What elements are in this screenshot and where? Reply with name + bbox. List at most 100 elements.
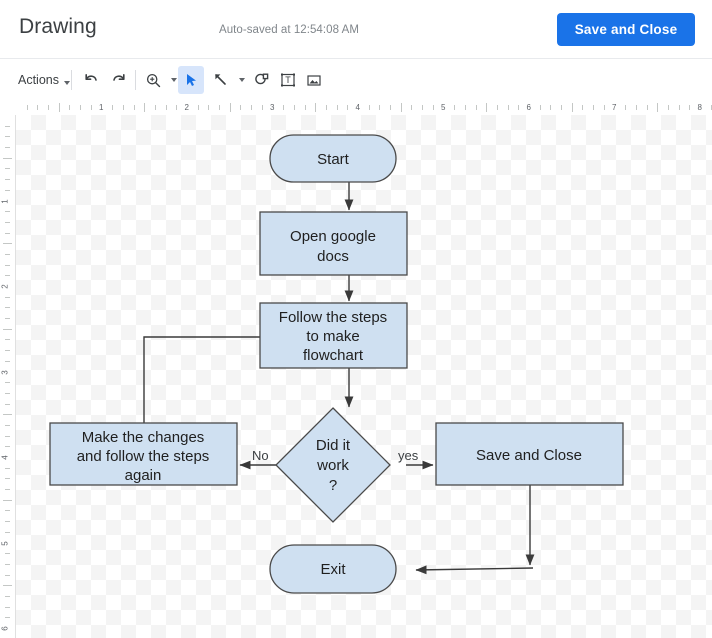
ruler-tick xyxy=(5,211,10,213)
ruler-tick xyxy=(539,105,541,110)
connector-to-exit xyxy=(415,565,534,575)
ruler-number: 7 xyxy=(612,103,617,112)
ruler-number: 5 xyxy=(0,540,10,546)
shape-glyph xyxy=(255,73,269,85)
undo-icon[interactable] xyxy=(78,66,104,94)
ruler-tick xyxy=(336,105,338,110)
ruler-tick xyxy=(646,105,648,110)
redo-icon[interactable] xyxy=(106,66,132,94)
ruler-tick xyxy=(325,105,327,110)
ruler-tick xyxy=(464,105,466,110)
ruler-tick xyxy=(5,350,10,352)
ruler-tick xyxy=(379,105,381,110)
actions-menu-label: Actions xyxy=(18,73,59,87)
ruler-tick xyxy=(625,105,627,110)
ruler-tick xyxy=(80,105,82,110)
actions-menu-button[interactable]: Actions xyxy=(14,66,74,94)
save-and-close-button[interactable]: Save and Close xyxy=(557,13,695,46)
image-icon[interactable] xyxy=(301,66,327,94)
ruler-tick xyxy=(411,105,413,110)
ruler-tick xyxy=(293,105,295,110)
node-open-line2: docs xyxy=(317,248,349,265)
ruler-tick xyxy=(5,595,10,597)
text-box-icon[interactable]: T xyxy=(275,66,301,94)
ruler-tick xyxy=(657,103,659,112)
ruler-tick xyxy=(144,103,146,112)
ruler-tick xyxy=(486,103,488,112)
ruler-tick xyxy=(5,318,10,320)
ruler-tick xyxy=(432,105,434,110)
ruler-tick xyxy=(5,574,10,576)
flowchart: Start Open google docs Follow the steps … xyxy=(49,134,624,594)
ruler-tick xyxy=(5,531,10,533)
ruler-tick xyxy=(5,435,10,437)
node-changes-line3: again xyxy=(125,467,162,484)
ruler-number: 6 xyxy=(526,103,531,112)
ruler-tick xyxy=(208,105,210,110)
ruler-tick xyxy=(251,105,253,110)
ruler-tick xyxy=(133,105,135,110)
ruler-number: 4 xyxy=(0,455,10,460)
ruler-tick xyxy=(5,125,10,127)
ruler-tick xyxy=(3,243,12,245)
ruler-number: 5 xyxy=(441,103,446,112)
ruler-tick xyxy=(5,221,10,223)
node-decision-line2: work xyxy=(316,457,349,474)
zoom-dropdown-arrow[interactable] xyxy=(164,66,178,94)
ruler-tick xyxy=(5,382,10,384)
ruler-tick xyxy=(422,105,424,110)
ruler-tick xyxy=(176,105,178,110)
node-exit[interactable]: Exit xyxy=(269,544,397,594)
ruler-tick xyxy=(304,105,306,110)
node-decision[interactable]: Did it work ? xyxy=(275,407,391,523)
select-icon[interactable] xyxy=(178,66,204,94)
ruler-tick xyxy=(667,105,669,110)
ruler-tick xyxy=(710,105,712,110)
node-save-label: Save and Close xyxy=(476,447,582,464)
ruler-tick xyxy=(5,489,10,491)
ruler-tick xyxy=(240,105,242,110)
cursor-arrow-glyph xyxy=(187,74,196,86)
node-follow-line3: flowchart xyxy=(303,347,364,364)
node-start-label: Start xyxy=(317,151,350,168)
ruler-tick xyxy=(283,105,285,110)
line-dropdown-arrow[interactable] xyxy=(232,66,246,94)
ruler-tick xyxy=(5,360,10,362)
ruler-tick xyxy=(507,105,509,110)
ruler-number: 2 xyxy=(184,103,189,112)
zoom-icon[interactable] xyxy=(141,66,165,94)
ruler-tick xyxy=(58,103,60,112)
drawing-canvas[interactable]: Start Open google docs Follow the steps … xyxy=(16,115,712,638)
line-icon[interactable] xyxy=(208,66,234,94)
ruler-tick xyxy=(368,105,370,110)
node-follow-the-steps[interactable]: Follow the steps to make flowchart xyxy=(259,302,408,369)
chevron-down-icon xyxy=(64,81,70,85)
ruler-tick xyxy=(90,105,92,110)
ruler-tick xyxy=(3,157,12,159)
node-decision-line1: Did it xyxy=(316,437,351,454)
app-header: Drawing Auto-saved at 12:54:08 AM Save a… xyxy=(0,0,712,58)
ruler-tick xyxy=(261,105,263,110)
ruler-tick xyxy=(3,414,12,416)
magnifier-glyph xyxy=(146,73,160,87)
redo-glyph xyxy=(113,74,125,81)
node-save-and-close[interactable]: Save and Close xyxy=(435,422,624,486)
ruler-tick xyxy=(5,606,10,608)
ruler-tick xyxy=(5,553,10,555)
node-make-the-changes[interactable]: Make the changes and follow the steps ag… xyxy=(49,422,238,486)
ruler-tick xyxy=(5,253,10,255)
connector-changes-to-follow xyxy=(139,332,274,434)
node-open-google-docs[interactable]: Open google docs xyxy=(259,211,408,276)
node-start[interactable]: Start xyxy=(269,134,397,183)
ruler-tick xyxy=(5,521,10,523)
ruler-tick xyxy=(5,617,10,619)
ruler-tick xyxy=(3,328,12,330)
ruler-tick xyxy=(3,499,12,501)
node-open-line1: Open google xyxy=(290,228,376,245)
toolbar-divider xyxy=(71,70,72,90)
ruler-tick xyxy=(5,179,10,181)
node-follow-line1: Follow the steps xyxy=(279,309,387,326)
shape-icon[interactable] xyxy=(249,66,275,94)
ruler-tick xyxy=(5,392,10,394)
ruler-tick xyxy=(154,105,156,110)
